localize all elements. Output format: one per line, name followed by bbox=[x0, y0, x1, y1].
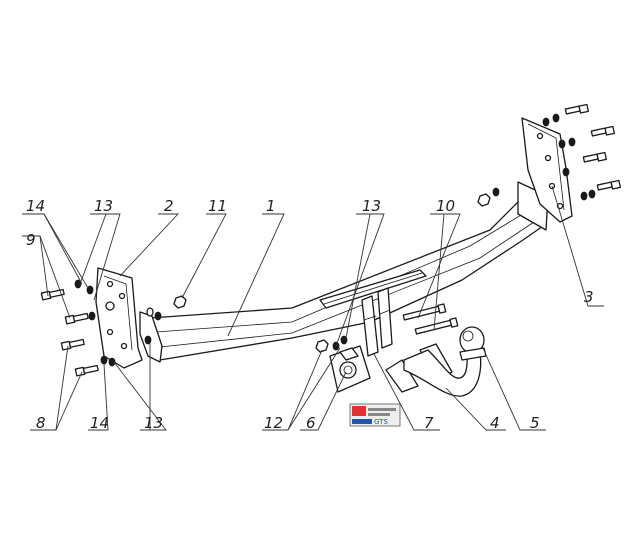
bolts-10 bbox=[402, 303, 459, 335]
label-4: 4 bbox=[490, 414, 500, 432]
label-2: 2 bbox=[164, 197, 174, 215]
label-14-bottom: 14 bbox=[90, 414, 109, 432]
label-5: 5 bbox=[530, 414, 540, 432]
mounting-plates bbox=[361, 287, 393, 357]
nuts-12 bbox=[315, 335, 348, 353]
logo-text: GTS bbox=[374, 418, 388, 426]
left-bolts bbox=[40, 288, 99, 377]
label-12: 12 bbox=[264, 414, 283, 432]
left-bracket bbox=[95, 267, 163, 369]
label-13-middle: 13 bbox=[362, 197, 381, 215]
nut-11 bbox=[173, 295, 187, 309]
socket-plate bbox=[329, 345, 371, 393]
leader-lines bbox=[22, 185, 604, 431]
label-1: 1 bbox=[266, 197, 276, 215]
label-10: 10 bbox=[436, 197, 455, 215]
part-labels: 14 13 2 11 1 9 8 14 13 13 10 3 12 6 7 4 … bbox=[26, 197, 594, 432]
label-7: 7 bbox=[424, 414, 434, 432]
label-9: 9 bbox=[26, 231, 36, 249]
label-8: 8 bbox=[36, 414, 46, 432]
brand-logo: GTS bbox=[349, 403, 401, 427]
tow-ball-assembly bbox=[403, 326, 487, 397]
left-washers bbox=[74, 279, 162, 367]
label-13-bottom: 13 bbox=[144, 414, 163, 432]
right-bolts bbox=[477, 103, 622, 207]
label-6: 6 bbox=[306, 414, 316, 432]
label-11: 11 bbox=[208, 197, 227, 215]
label-14-top: 14 bbox=[26, 197, 45, 215]
label-3: 3 bbox=[584, 288, 594, 306]
label-13-top-left: 13 bbox=[94, 197, 113, 215]
